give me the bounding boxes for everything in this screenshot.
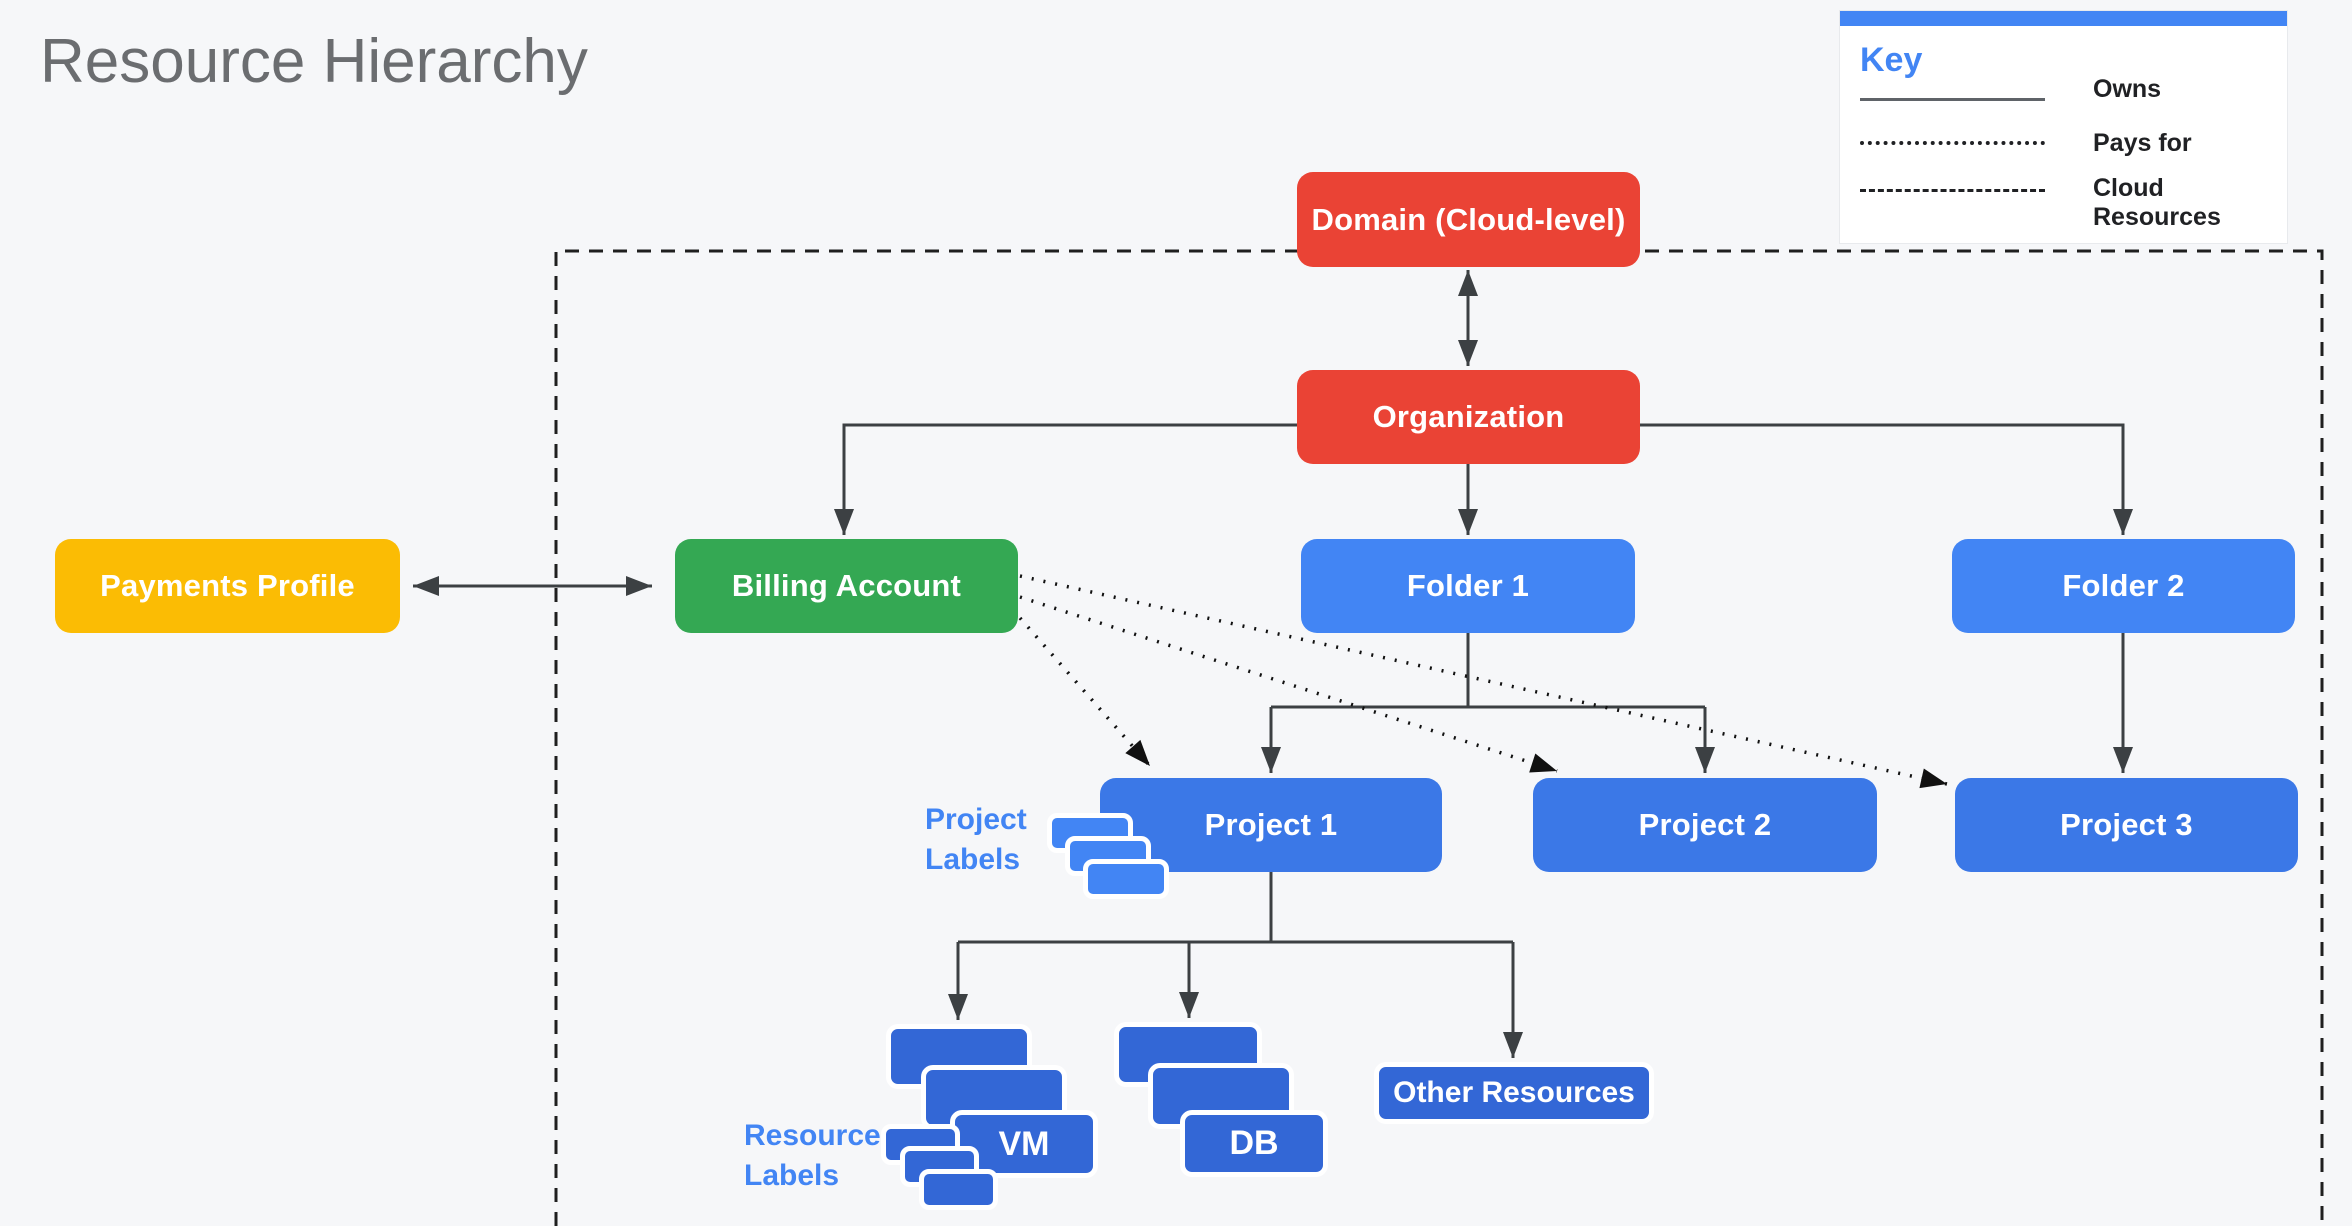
node-folder2: Folder 2	[1952, 539, 2295, 633]
legend-cloudresources-label: Cloud Resources	[2093, 174, 2221, 231]
node-billing-account: Billing Account	[675, 539, 1018, 633]
node-other-resources: Other Resources	[1374, 1062, 1654, 1124]
legend-owns-line-sample	[1860, 98, 2045, 101]
legend-owns-label: Owns	[2093, 75, 2162, 103]
legend-heading: Key	[1860, 41, 1923, 79]
project-label-stack-card	[1083, 859, 1169, 899]
node-organization: Organization	[1297, 370, 1640, 464]
legend-cloudresources-line-sample	[1860, 189, 2045, 192]
resource-label-stack-card	[919, 1169, 998, 1210]
node-project3: Project 3	[1955, 778, 2298, 872]
edge-billing-paysfor-project1	[1018, 616, 1152, 768]
node-vm: VM	[950, 1110, 1098, 1178]
legend-accent-bar	[1840, 11, 2287, 26]
node-project1: Project 1	[1100, 778, 1442, 872]
node-domain: Domain (Cloud-level)	[1297, 172, 1640, 267]
legend-paysfor-label: Pays for	[2093, 129, 2192, 157]
node-db: DB	[1180, 1110, 1328, 1177]
legend-paysfor-line-sample	[1860, 141, 2045, 145]
node-project2: Project 2	[1533, 778, 1877, 872]
page-title: Resource Hierarchy	[40, 27, 588, 96]
legend-key-box: Key Owns Pays for Cloud Resources	[1839, 10, 2288, 244]
edge-organization-billing	[834, 423, 1297, 535]
resource-labels-annotation: Resource Labels	[744, 1119, 881, 1192]
node-payments-profile: Payments Profile	[55, 539, 400, 633]
node-folder1: Folder 1	[1301, 539, 1635, 633]
edge-folder1-branch	[1271, 633, 1705, 709]
edge-project1-branch	[958, 872, 1513, 944]
edge-organization-folder2	[1640, 423, 2133, 535]
project-labels-annotation: Project Labels	[925, 803, 1027, 876]
